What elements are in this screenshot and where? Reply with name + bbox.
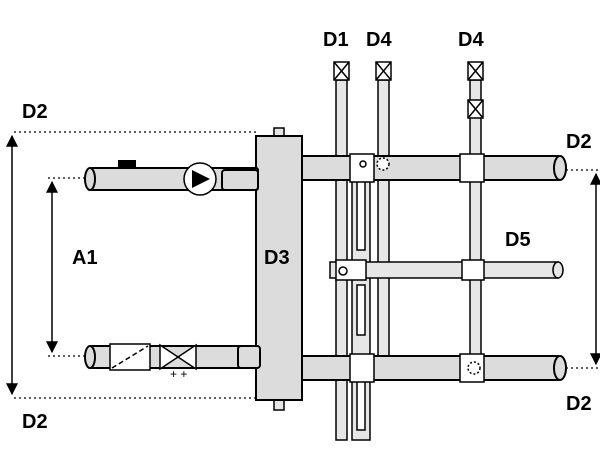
bracket-slot-2 xyxy=(356,284,366,336)
dimension-arrows xyxy=(5,134,600,396)
label-d3: D3 xyxy=(264,247,290,269)
label-d2-top-left: D2 xyxy=(22,101,48,123)
pump-arrow-icon xyxy=(192,170,210,188)
collar-6 xyxy=(461,259,485,281)
label-d2-bottom-right: D2 xyxy=(566,393,592,415)
check-valve-icon xyxy=(159,343,197,371)
bracket-slot-3 xyxy=(356,374,366,431)
label-d2-bottom-left: D2 xyxy=(22,411,48,433)
label-d1: D1 xyxy=(323,29,349,51)
dimension-guides xyxy=(14,131,600,399)
bottom-header-pipe xyxy=(299,355,561,381)
collar-3 xyxy=(349,353,375,383)
label-d4-right: D4 xyxy=(458,29,484,51)
label-d5: D5 xyxy=(505,229,531,251)
d4-right-rod xyxy=(469,79,482,381)
svg-text:+ +: + + xyxy=(170,367,187,381)
label-d4-left: D4 xyxy=(366,29,392,51)
bracket-slot-1 xyxy=(356,179,366,251)
label-a1: A1 xyxy=(72,247,98,269)
d3-separator xyxy=(255,127,303,411)
collar-2 xyxy=(459,153,485,183)
label-d2-top-right: D2 xyxy=(566,131,592,153)
top-header-pipe xyxy=(299,155,561,181)
separator-body xyxy=(255,135,303,401)
vertical-rods xyxy=(333,61,484,441)
d4-left-rod xyxy=(377,79,390,381)
collar-1 xyxy=(349,153,375,183)
sensor-block xyxy=(118,160,136,169)
left-circuit: + + xyxy=(84,160,261,381)
header-pipes xyxy=(299,153,567,383)
